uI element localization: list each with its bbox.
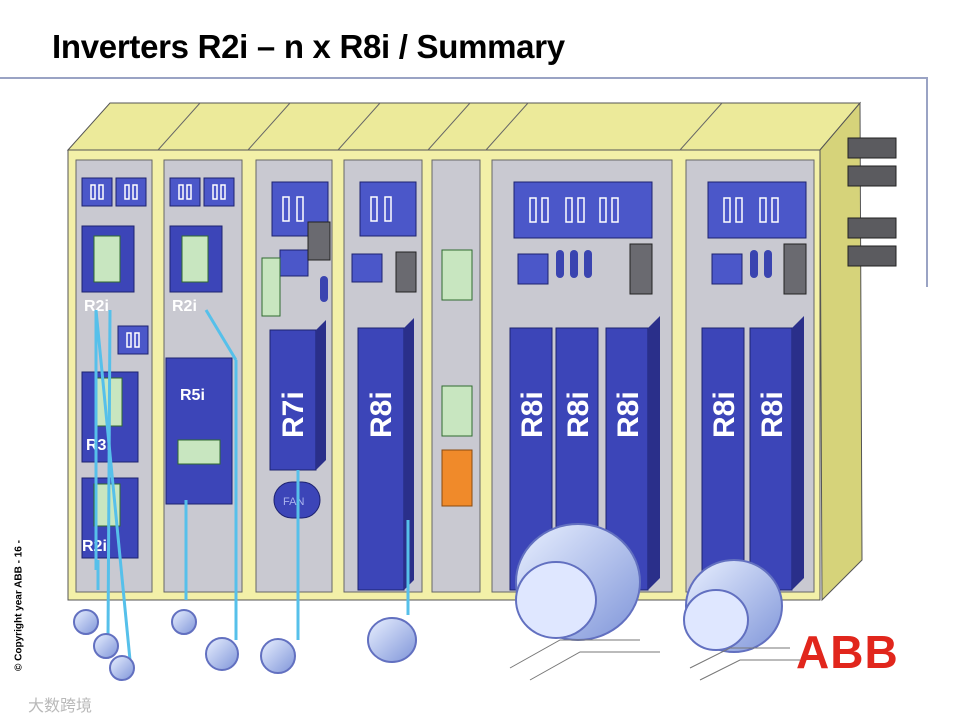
right-divider	[926, 77, 928, 287]
label-r7i: R7i	[277, 391, 310, 438]
motors	[73, 523, 783, 681]
abb-logo: ABB	[796, 626, 899, 678]
label-r8i-a1: R8i	[516, 391, 549, 438]
watermark-text: 大数跨境	[28, 698, 93, 715]
label-r5i: R5i	[180, 387, 205, 404]
motor-bases	[509, 639, 800, 681]
label-r8i-b1: R8i	[708, 391, 741, 438]
label-r8i-a3: R8i	[612, 391, 645, 438]
label-r8i-a2: R8i	[562, 391, 595, 438]
control-boards	[81, 225, 473, 507]
label-r8i-single: R8i	[365, 391, 398, 438]
slide-title: Inverters R2i – n x R8i / Summary	[52, 28, 565, 65]
label-fan: FAN	[283, 496, 304, 508]
fuse-symbols	[90, 184, 779, 348]
label-r3i: R3i	[86, 437, 111, 454]
label-r8i-b2: R8i	[756, 391, 789, 438]
aux-components	[279, 221, 807, 302]
label-r2i-top-left: R2i	[84, 298, 109, 315]
label-r2i-top-second: R2i	[172, 298, 197, 315]
title-divider	[0, 77, 928, 79]
motor-cables	[94, 309, 410, 661]
label-r2i-bottom: R2i	[82, 538, 107, 555]
